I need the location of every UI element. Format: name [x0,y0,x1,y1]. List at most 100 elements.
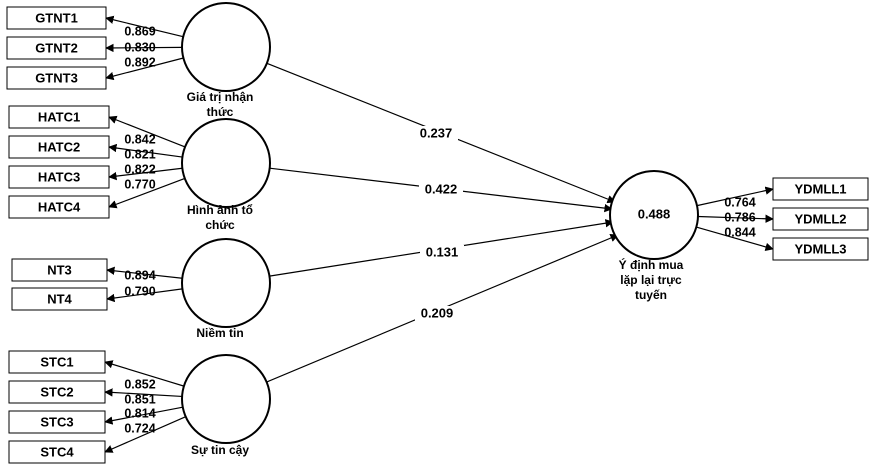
path-coefficient-gtnt: 0.237 [420,125,453,140]
loading-value-hatc-4: 0.770 [124,177,155,191]
indicator-label: HATC1 [38,109,80,124]
loading-arrow-nt-1 [106,266,183,279]
construct-label-gtnt-line-1: Giá trị nhận [187,90,254,104]
indicator-label: HATC4 [38,199,81,214]
loading-value-gtnt-2: 0.830 [124,40,155,54]
construct-label-hatc-line-1: Hình ảnh tổ [187,203,253,217]
indicator-box-hatc2: HATC2 [8,135,110,159]
loading-value-gtnt-3: 0.892 [124,55,155,69]
indicator-box-ydmll3: YDMLL3 [772,237,869,261]
indicator-rect [8,410,106,434]
loading-value-stc-3: 0.814 [124,406,155,420]
indicator-label: STC1 [40,354,73,369]
path-label-bg [419,182,463,198]
indicator-box-gtnt3: GTNT3 [6,66,107,90]
loading-arrow-hatc-3 [108,167,183,181]
indicator-label: NT3 [47,262,72,277]
loading-arrow-stc-1 [104,360,185,387]
construct-circle [609,170,699,260]
indicator-label: YDMLL1 [795,181,847,196]
indicator-rect [772,237,869,261]
loading-value-hatc-1: 0.842 [124,132,155,146]
construct-ydmll [609,170,699,260]
loading-arrow-hatc-2 [108,143,183,158]
path-label-bg [415,306,459,322]
loading-value-nt-1: 0.894 [124,268,155,282]
construct-label-hatc-line-2: chức [205,218,235,232]
construct-circle [181,354,271,444]
loading-arrow-ydmll-3 [696,226,774,251]
loading-value-hatc-2: 0.821 [124,147,155,161]
construct-nt [181,238,271,328]
construct-label-stc-line-1: Sự tin cậy [191,443,249,457]
indicator-rect [6,6,107,30]
construct-circle [181,238,271,328]
loading-value-ydmll-3: 0.844 [724,225,755,239]
path-coefficient-nt: 0.131 [426,244,459,259]
loading-value-stc-2: 0.851 [124,392,155,406]
indicator-box-stc1: STC1 [8,350,106,374]
indicator-label: STC3 [40,414,73,429]
indicator-label: HATC2 [38,139,80,154]
indicator-box-stc3: STC3 [8,410,106,434]
loading-value-gtnt-1: 0.869 [124,24,155,38]
indicator-label: NT4 [47,291,72,306]
loading-arrow-gtnt-2 [105,43,183,53]
indicator-rect [772,207,869,231]
loading-value-stc-1: 0.852 [124,377,155,391]
indicator-box-nt4: NT4 [11,287,108,311]
loading-arrow-hatc-4 [108,177,186,209]
indicator-label: GTNT3 [35,70,78,85]
indicator-box-stc4: STC4 [8,440,106,464]
indicator-box-gtnt2: GTNT2 [6,36,107,60]
indicator-rect [8,135,110,159]
nodes-layer: GTNT1GTNT2GTNT3HATC1HATC2HATC3HATC4NT3NT… [6,2,869,464]
indicator-label: GTNT2 [35,40,78,55]
path-coefficient-hatc: 0.422 [425,181,458,196]
indicator-box-ydmll2: YDMLL2 [772,207,869,231]
r-squared-value: 0.488 [638,206,671,221]
loading-arrow-ydmll-2 [697,214,774,223]
loading-arrow-stc-4 [104,416,186,453]
loading-arrow-hatc-1 [108,115,186,148]
path-coefficient-stc: 0.209 [421,305,454,320]
path-label-bg [420,245,464,261]
indicator-rect [11,258,108,282]
loading-value-ydmll-1: 0.764 [724,195,755,209]
indicator-rect [8,105,110,129]
construct-stc [181,354,271,444]
loading-value-nt-2: 0.790 [124,284,155,298]
indicator-rect [772,177,869,201]
indicator-rect [8,195,110,219]
indicator-label: STC4 [40,444,74,459]
indicator-label: HATC3 [38,169,80,184]
indicator-rect [11,287,108,311]
path-label-bg [414,126,458,142]
loading-value-stc-4: 0.724 [124,421,155,435]
loading-arrow-stc-3 [104,406,183,425]
construct-gtnt [181,2,271,92]
construct-label-ydmll-line-1: Ý định mua [619,257,684,272]
construct-circle [181,2,271,92]
indicator-rect [6,36,107,60]
construct-label-ydmll-line-2: lặp lại trực [620,273,682,287]
indicator-box-hatc1: HATC1 [8,105,110,129]
construct-label-nt-line-1: Niềm tin [196,326,243,340]
indicator-rect [6,66,107,90]
indicator-box-ydmll1: YDMLL1 [772,177,869,201]
indicator-box-gtnt1: GTNT1 [6,6,107,30]
construct-circle [181,118,271,208]
indicator-rect [8,380,106,404]
loading-value-hatc-3: 0.822 [124,162,155,176]
indicator-label: YDMLL3 [795,241,847,256]
loading-arrow-ydmll-1 [696,186,774,207]
loading-arrow-gtnt-1 [105,15,184,38]
construct-label-gtnt-line-2: thức [207,105,234,119]
indicator-rect [8,165,110,189]
loading-value-ydmll-2: 0.786 [724,210,755,224]
loading-arrow-stc-2 [104,388,183,398]
indicator-box-hatc4: HATC4 [8,195,110,219]
indicator-rect [8,350,106,374]
construct-hatc [181,118,271,208]
